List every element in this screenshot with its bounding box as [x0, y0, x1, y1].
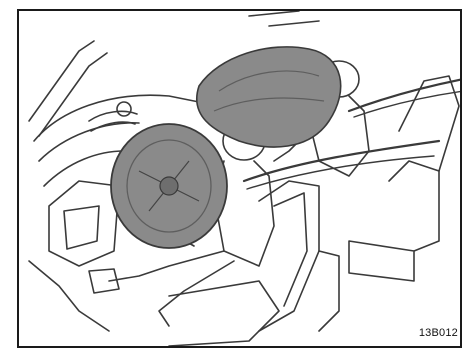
- windshield-top-line: [249, 11, 299, 16]
- center-console: [49, 181, 119, 266]
- figure-frame: 13B012: [17, 9, 462, 348]
- front-occupant-leg: [159, 261, 234, 326]
- front-occupant-foot: [89, 269, 119, 293]
- windshield-top-line: [269, 21, 319, 26]
- passenger-airbag: [197, 47, 341, 147]
- center-console-detail: [64, 206, 99, 249]
- figure-code-label: 13B012: [419, 327, 458, 339]
- windshield-pillar-line: [39, 53, 107, 136]
- front-seat-side: [319, 251, 339, 331]
- lower-dash: [29, 261, 109, 331]
- front-seat-back: [274, 193, 307, 306]
- rear-seat-base: [349, 241, 414, 281]
- rear-seat: [399, 76, 459, 251]
- dashboard-knob: [117, 102, 131, 116]
- rear-seat: [389, 161, 439, 181]
- airbag-illustration: [19, 11, 462, 348]
- steering-wheel-hub: [160, 177, 178, 195]
- seat-belt: [349, 79, 462, 111]
- windshield-pillar-line: [29, 41, 94, 121]
- front-seat-back: [259, 181, 319, 331]
